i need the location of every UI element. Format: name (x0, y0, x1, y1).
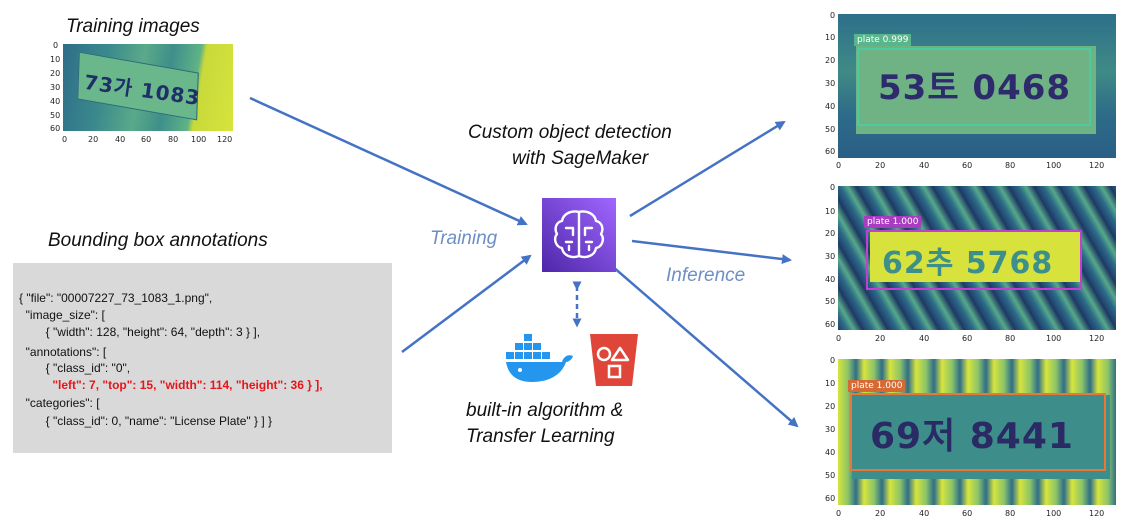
y-tick: 0 (53, 41, 59, 50)
y-tick: 0 (830, 183, 836, 192)
x-tick: 60 (962, 509, 973, 518)
y-tick: 20 (825, 229, 836, 238)
s3-bucket-icon (590, 334, 638, 386)
y-tick: 10 (825, 207, 836, 216)
x-tick: 100 (1046, 161, 1062, 170)
y-tick: 50 (50, 111, 61, 120)
json-line: "categories": [ (19, 396, 100, 410)
y-tick: 60 (825, 320, 836, 329)
x-tick: 100 (1046, 334, 1062, 343)
x-tick: 100 (1046, 509, 1062, 518)
x-tick: 80 (1005, 509, 1016, 518)
y-tick: 10 (50, 55, 61, 64)
y-tick: 50 (825, 125, 836, 134)
detection-plot-2: 62추 5768 plate 1.000 0 10 20 30 40 50 60… (812, 182, 1118, 348)
x-tick: 20 (875, 161, 886, 170)
y-tick: 40 (825, 102, 836, 111)
x-tick: 0 (62, 135, 68, 144)
y-tick: 60 (50, 124, 61, 133)
y-tick: 20 (825, 56, 836, 65)
y-tick: 40 (825, 275, 836, 284)
x-tick: 80 (1005, 334, 1016, 343)
detection-label-1: plate 0.999 (854, 34, 912, 46)
json-line: { "class_id": 0, "name": "License Plate"… (19, 414, 273, 428)
y-tick: 30 (825, 252, 836, 261)
y-tick: 20 (50, 69, 61, 78)
training-flow-label: Training (430, 228, 498, 249)
y-tick: 20 (825, 402, 836, 411)
detection-plate-text-3: 69저 8441 (870, 416, 1074, 457)
x-tick: 0 (836, 509, 842, 518)
x-tick: 40 (919, 161, 930, 170)
detection-box-2 (866, 230, 1082, 290)
y-tick: 0 (830, 356, 836, 365)
detection-plate-text-2: 62추 5768 (882, 246, 1054, 281)
json-line-highlighted: "left": 7, "top": 15, "width": 114, "hei… (19, 378, 323, 392)
x-tick: 40 (919, 334, 930, 343)
y-tick: 40 (50, 97, 61, 106)
y-tick: 30 (825, 425, 836, 434)
detection-plate-text-1: 53토 0468 (878, 68, 1072, 108)
json-line: "image_size": [ (19, 308, 105, 322)
x-tick: 60 (962, 334, 973, 343)
x-tick: 0 (836, 334, 842, 343)
x-tick: 60 (141, 135, 152, 144)
y-tick: 60 (825, 147, 836, 156)
x-tick: 120 (1089, 161, 1105, 170)
x-tick: 120 (217, 135, 233, 144)
training-image-plot: 73가 1083 0 10 20 30 40 50 60 0 20 40 60 … (50, 40, 245, 148)
x-tick: 120 (1089, 509, 1105, 518)
builtin-algorithm-line2: Transfer Learning (466, 426, 615, 447)
inference-flow-label: Inference (666, 265, 746, 286)
docker-whale-icon (506, 328, 576, 386)
detection-label-2: plate 1.000 (864, 216, 922, 228)
arrow-inference-3 (611, 265, 799, 428)
arrow-inference-2 (631, 239, 792, 265)
json-line: "annotations": [ (19, 345, 107, 359)
builtin-algorithm-line1: built-in algorithm & (466, 400, 624, 421)
detection-plate-1 (856, 46, 1096, 134)
y-tick: 10 (825, 379, 836, 388)
arrow-annotations (401, 254, 532, 353)
training-images-heading: Training images (66, 16, 200, 37)
y-tick: 0 (830, 11, 836, 20)
json-line: { "class_id": "0", (19, 361, 131, 375)
x-tick: 20 (88, 135, 99, 144)
json-line: { "file": "00007227_73_1083_1.png", (19, 291, 213, 305)
x-tick: 80 (168, 135, 179, 144)
json-line: { "width": 128, "height": 64, "depth": 3… (19, 325, 261, 339)
detection-plate-3 (852, 395, 1110, 479)
y-tick: 30 (825, 79, 836, 88)
detection-plate-2 (870, 232, 1080, 282)
x-tick: 20 (875, 334, 886, 343)
detection-plot-1: 53토 0468 plate 0.999 0 10 20 30 40 50 60… (812, 8, 1118, 176)
y-tick: 40 (825, 448, 836, 457)
detection-box-3 (850, 393, 1106, 471)
y-tick: 30 (50, 83, 61, 92)
x-tick: 40 (919, 509, 930, 518)
custom-detection-title-line1: Custom object detection (468, 122, 672, 143)
x-tick: 120 (1089, 334, 1105, 343)
x-tick: 100 (191, 135, 207, 144)
x-tick: 60 (962, 161, 973, 170)
y-tick: 50 (825, 471, 836, 480)
y-tick: 10 (825, 33, 836, 42)
x-tick: 80 (1005, 161, 1016, 170)
x-tick: 0 (836, 161, 842, 170)
annotation-json-box: { "file": "00007227_73_1083_1.png", "ima… (13, 263, 392, 453)
y-tick: 50 (825, 297, 836, 306)
arrow-inference-1 (629, 120, 786, 218)
x-tick: 40 (115, 135, 126, 144)
x-tick: 20 (875, 509, 886, 518)
arrow-training-images (249, 96, 528, 226)
y-tick: 60 (825, 494, 836, 503)
custom-detection-title-line2: with SageMaker (512, 148, 649, 169)
detection-plot-3: 69저 8441 plate 1.000 0 10 20 30 40 50 60… (812, 355, 1118, 525)
detection-box-1 (857, 48, 1091, 126)
sagemaker-brain-icon (542, 198, 616, 272)
detection-label-3: plate 1.000 (848, 380, 906, 392)
bbox-annotations-heading: Bounding box annotations (48, 230, 268, 251)
